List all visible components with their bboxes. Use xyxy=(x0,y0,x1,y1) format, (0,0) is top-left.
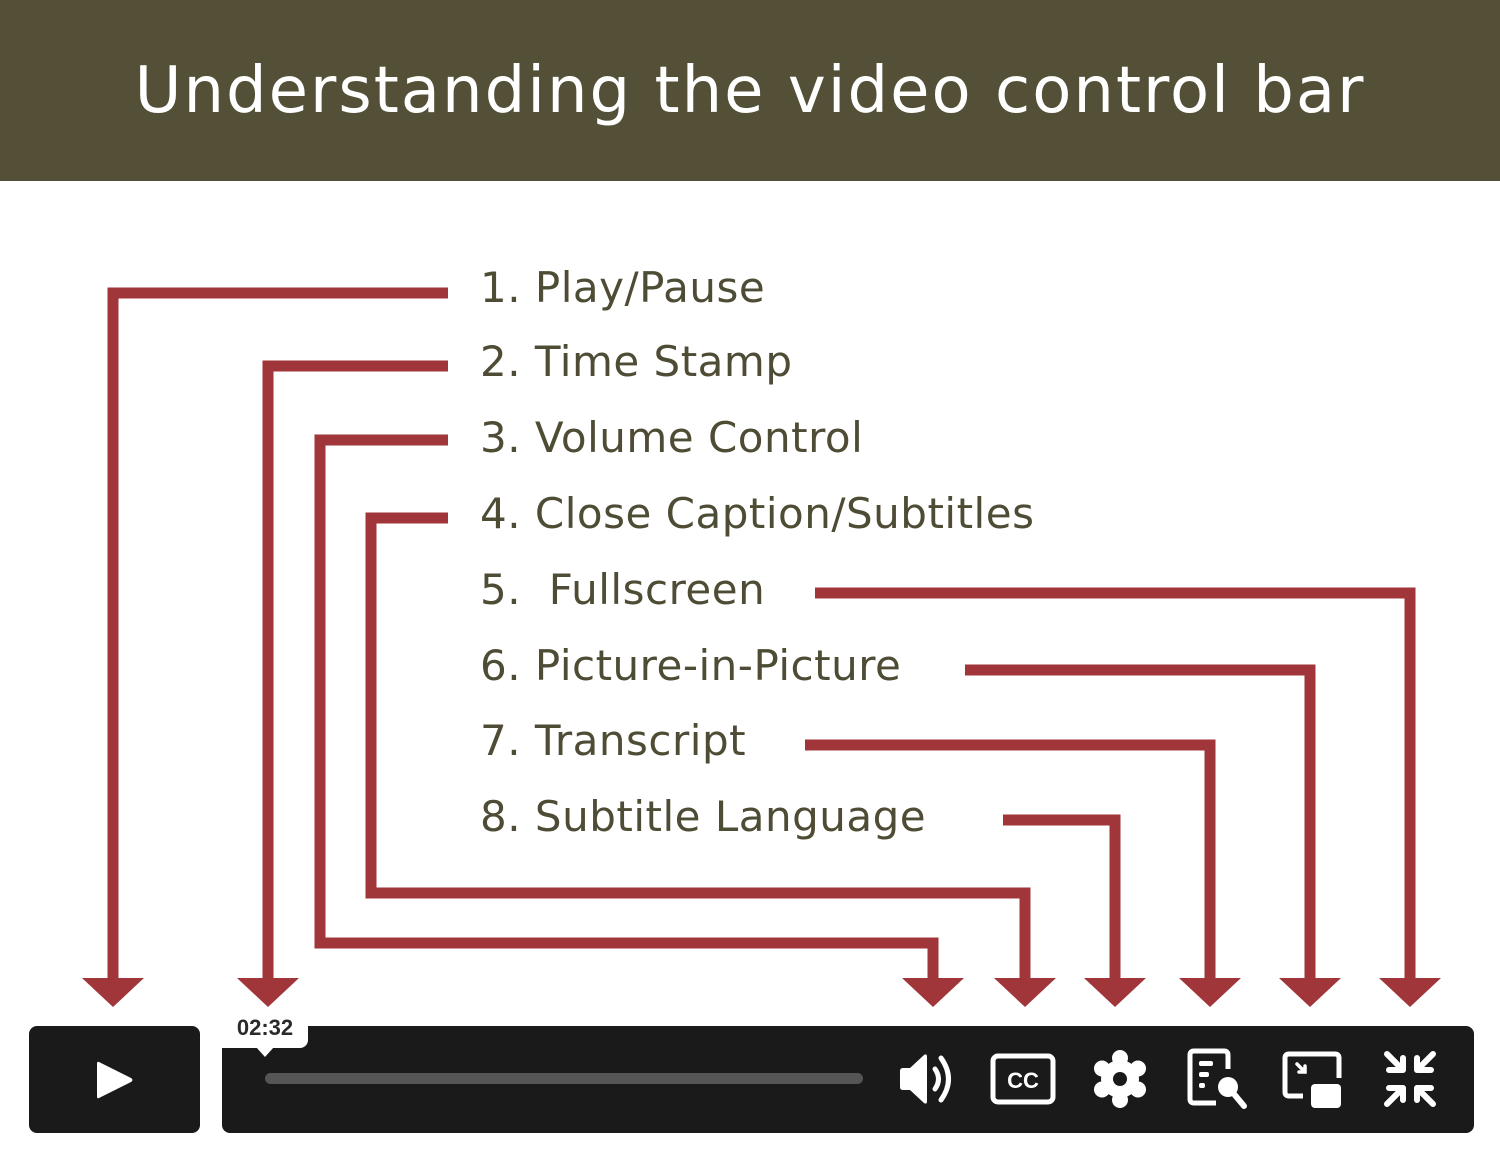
closed-caption-icon: CC xyxy=(990,1053,1056,1105)
label-volume-control: 3. Volume Control xyxy=(480,413,864,462)
label-subtitle-language: 8. Subtitle Language xyxy=(480,792,927,841)
arrowhead-icon xyxy=(1379,978,1441,1007)
title-banner: Understanding the video control bar xyxy=(0,0,1500,181)
connector-fullscreen xyxy=(815,587,1416,985)
arrowhead-icon xyxy=(237,978,299,1007)
arrowhead-icon xyxy=(902,978,964,1007)
transcript-button[interactable] xyxy=(1185,1046,1251,1112)
progress-scrubber[interactable] xyxy=(265,1073,863,1084)
fullscreen-button[interactable] xyxy=(1377,1046,1443,1112)
connector-volume xyxy=(314,434,939,985)
picture-in-picture-button[interactable] xyxy=(1281,1046,1347,1112)
arrowhead-icon xyxy=(1279,978,1341,1007)
volume-icon xyxy=(900,1054,951,1104)
play-pause-button[interactable] xyxy=(29,1026,200,1133)
label-closed-caption: 4. Close Caption/Subtitles xyxy=(480,489,1035,538)
label-transcript: 7. Transcript xyxy=(480,716,747,765)
arrowhead-icon xyxy=(1084,978,1146,1007)
arrowhead-icon xyxy=(994,978,1056,1007)
connector-transcript xyxy=(805,739,1216,985)
label-play-pause: 1. Play/Pause xyxy=(480,263,766,312)
arrowhead-icon xyxy=(82,978,144,1007)
play-icon xyxy=(96,1061,132,1098)
connector-time-stamp xyxy=(262,360,448,985)
label-picture-in-picture: 6. Picture-in-Picture xyxy=(480,641,902,690)
connector-play-pause xyxy=(107,287,448,985)
timestamp-tooltip: 02:32 xyxy=(222,1008,308,1048)
picture-in-picture-icon xyxy=(1282,1051,1342,1108)
label-fullscreen: 5. Fullscreen xyxy=(480,565,766,614)
volume-button[interactable] xyxy=(895,1046,961,1112)
closed-caption-button[interactable]: CC xyxy=(990,1046,1056,1112)
label-time-stamp: 2. Time Stamp xyxy=(480,337,793,386)
arrowhead-icon xyxy=(1179,978,1241,1007)
svg-text:CC: CC xyxy=(1007,1068,1039,1093)
connector-closed-caption xyxy=(365,512,1031,985)
connector-subtitle-language xyxy=(1003,814,1121,985)
exit-fullscreen-icon xyxy=(1384,1051,1436,1107)
transcript-search-icon xyxy=(1187,1048,1247,1109)
page-title: Understanding the video control bar xyxy=(134,53,1366,128)
settings-gear-icon xyxy=(1094,1050,1146,1108)
subtitle-language-settings-button[interactable] xyxy=(1087,1046,1153,1112)
connector-pip xyxy=(965,664,1316,985)
timestamp-pointer xyxy=(256,1047,274,1057)
